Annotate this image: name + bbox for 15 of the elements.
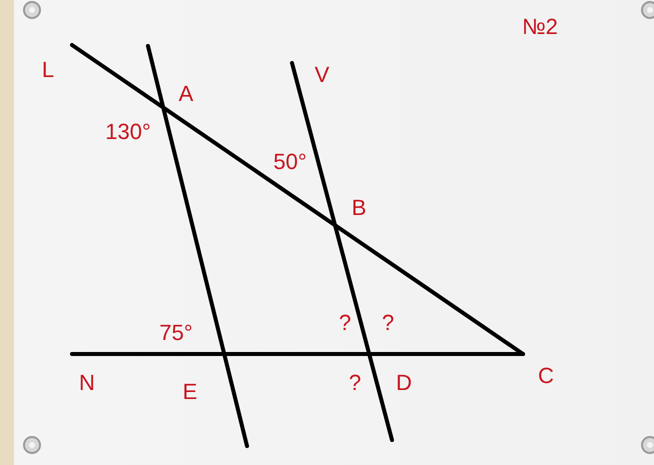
point-label: N — [79, 372, 95, 394]
point-label: E — [182, 381, 198, 403]
point-label: ? — [348, 372, 362, 394]
point-label: C — [538, 365, 554, 387]
point-label: L — [42, 59, 54, 81]
point-label: 130° — [105, 121, 151, 143]
point-label: 75° — [159, 322, 193, 344]
point-label: A — [178, 83, 194, 105]
point-label: №2 — [522, 16, 558, 38]
point-label: B — [352, 197, 366, 219]
point-label: D — [396, 372, 412, 394]
point-label: 50° — [273, 151, 307, 173]
point-label: ? — [338, 312, 352, 334]
point-label: V — [314, 64, 330, 86]
point-label: ? — [382, 312, 394, 334]
